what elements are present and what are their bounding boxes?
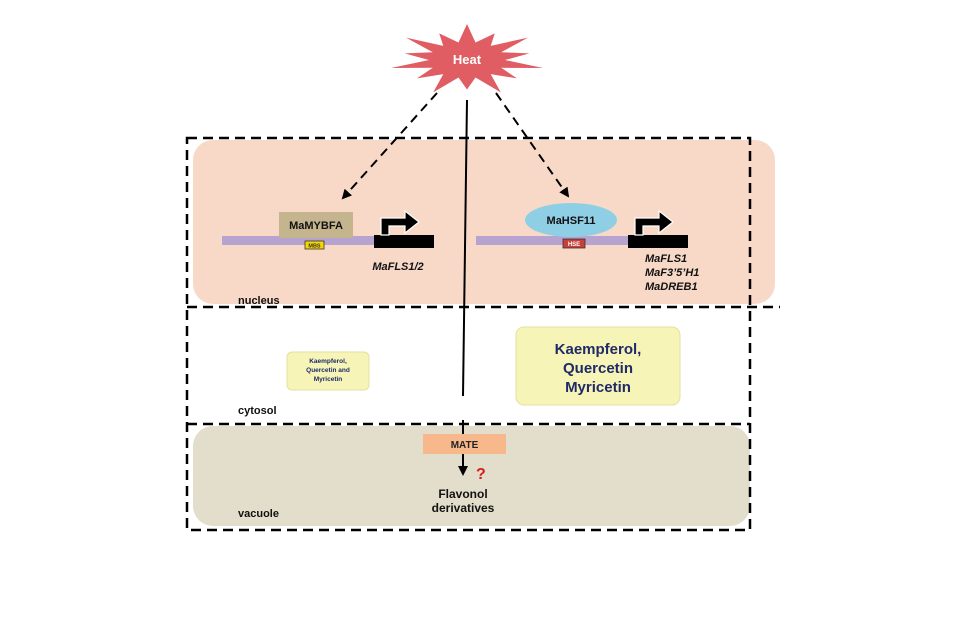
nucleus-label: nucleus: [238, 295, 280, 307]
flavonols-large-box: [515, 326, 681, 406]
flavonols-large-line-2: Quercetin: [563, 360, 633, 377]
left-promoter-block: [374, 235, 434, 248]
flavonol-derivatives-line-1: Flavonol: [438, 487, 487, 501]
hse-motif: [562, 238, 586, 249]
vacuole-label: vacuole: [238, 508, 279, 520]
hse-label: HSE: [568, 242, 580, 248]
mamybfa-box: [279, 212, 353, 238]
flavonol-derivatives-line-2: derivatives: [432, 501, 495, 515]
flavonols-large-line-3: Myricetin: [565, 379, 631, 396]
flavonols-small-line-1: Kaempferol,: [309, 358, 347, 365]
mbs-label: MBS: [308, 244, 321, 250]
mamybfa-label: MaMYBFA: [289, 220, 343, 232]
mbs-motif: [304, 240, 325, 250]
mahsf11-label: MaHSF11: [547, 215, 596, 227]
right-target-gene-1: MaFLS1: [645, 253, 687, 265]
nucleus-compartment: [193, 140, 775, 304]
heat-to-mate-line: [462, 99, 468, 397]
flavonols-small-box: [286, 351, 370, 391]
mate-label: MATE: [451, 440, 479, 451]
left-dna-strand: [222, 236, 377, 245]
left-transcription-start-arrow: [380, 209, 420, 236]
heat-starburst: [391, 24, 543, 93]
cytosol-label: cytosol: [238, 405, 277, 417]
mafls1-2-gene-label: MaFLS1/2: [372, 261, 423, 273]
right-dna-strand: [476, 236, 631, 245]
heat-to-mahsf11-arrow: [495, 92, 570, 198]
vacuole-compartment: [193, 426, 750, 526]
right-target-gene-3: MaDREB1: [645, 281, 698, 293]
flavonols-small-line-2: Quercetin and: [306, 367, 350, 374]
flavonols-small-line-3: Myricetin: [314, 376, 343, 383]
right-promoter-block: [628, 235, 688, 248]
right-transcription-start-arrow: [634, 209, 674, 236]
unknown-mechanism-mark: ?: [476, 466, 486, 483]
cell-boundary: [185, 136, 752, 532]
right-target-gene-2: MaF3’5’H1: [645, 267, 699, 279]
heat-to-mamybfa-arrow: [341, 92, 438, 200]
mahsf11-ellipse: [525, 203, 617, 237]
mate-transporter: [423, 434, 506, 454]
heat-label: Heat: [453, 52, 482, 67]
flavonols-large-line-1: Kaempferol,: [555, 341, 642, 358]
